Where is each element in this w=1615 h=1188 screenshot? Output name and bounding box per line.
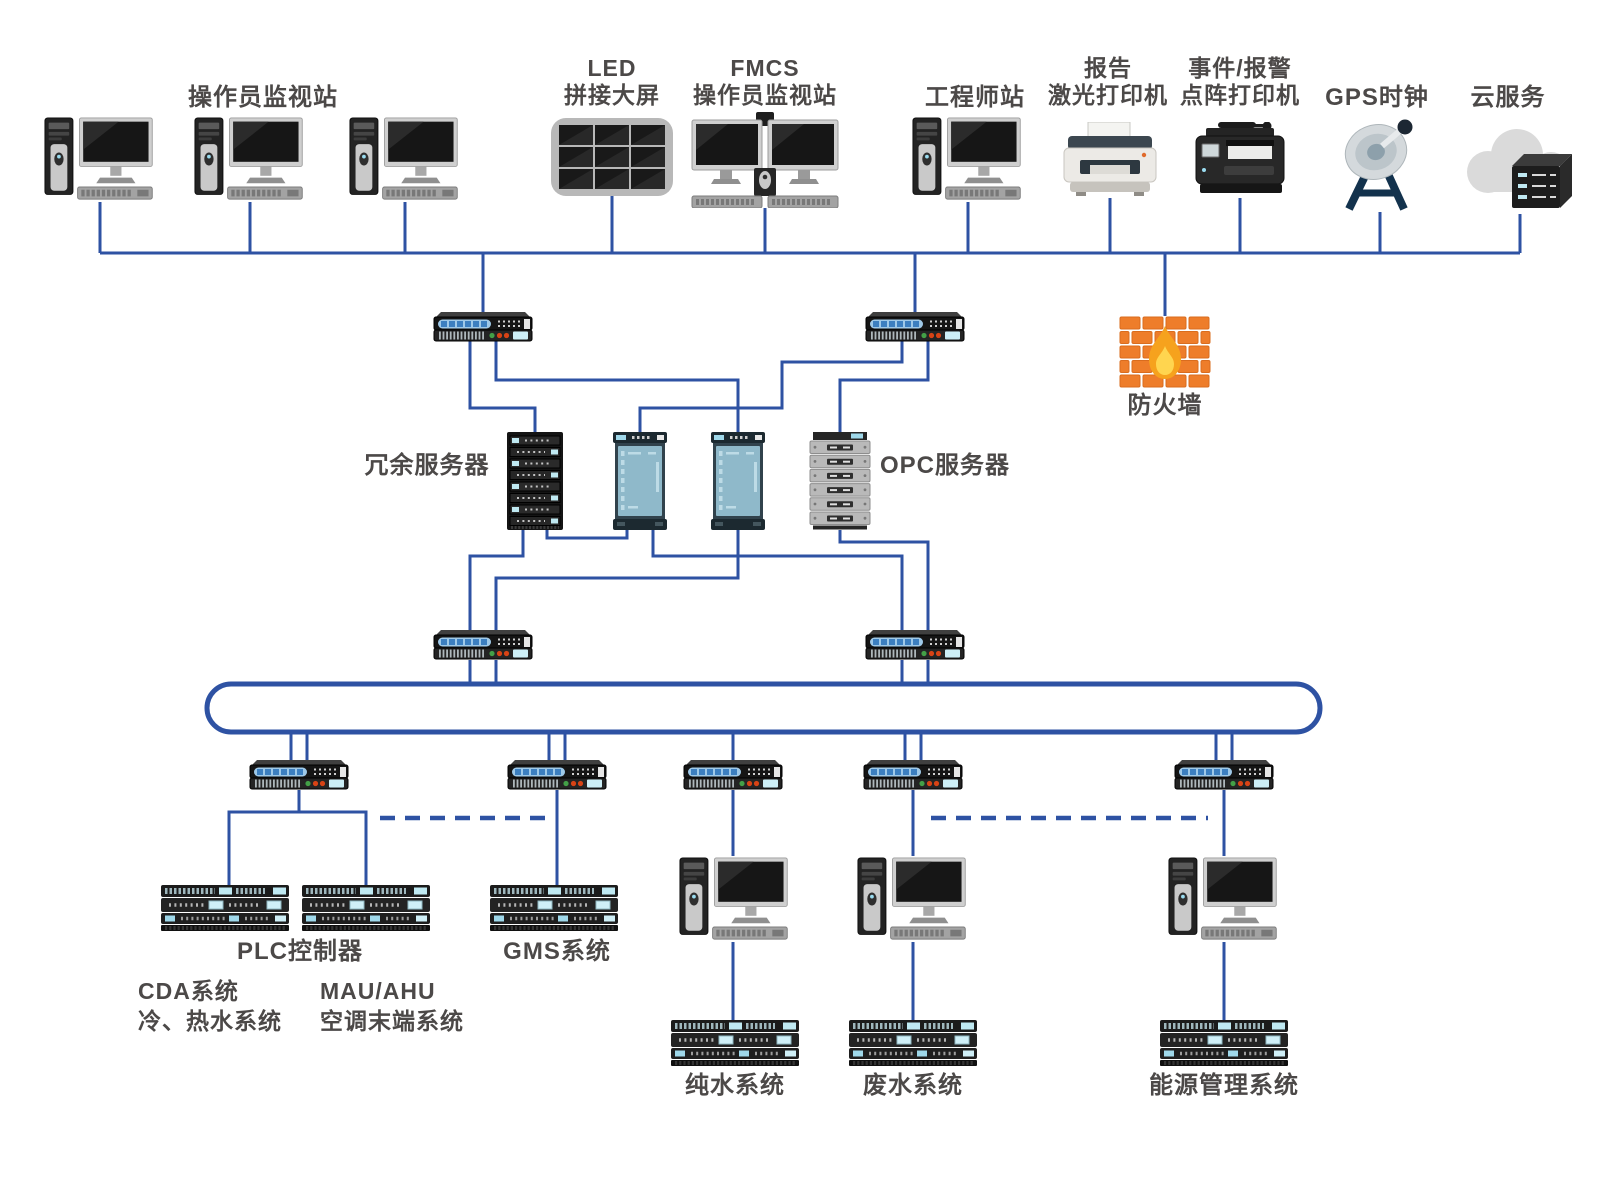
label-waste-water-system: 废水系统 [863, 1072, 963, 1099]
node-gms-rack [490, 885, 618, 931]
label-gps-clock: GPS时钟 [1325, 84, 1429, 111]
ethernet-switch-icon [683, 760, 783, 790]
label-opc-server: OPC服务器 [879, 452, 1011, 479]
server-cabinet-icon [612, 432, 668, 530]
node-plc-rack-1 [161, 885, 289, 931]
node-pure-water-pc [679, 856, 791, 942]
label-energy-management-system: 能源管理系统 [1149, 1072, 1299, 1099]
node-ring-switch-right [865, 630, 965, 660]
node-dist-switch-4 [863, 760, 963, 790]
label-pure-water-system: 纯水系统 [685, 1072, 785, 1099]
node-dot-matrix-printer [1192, 122, 1288, 198]
label-cloud-service: 云服务 [1470, 84, 1546, 111]
node-gps-clock [1336, 116, 1424, 212]
plc-rack-icon [671, 1020, 799, 1066]
node-firewall [1119, 316, 1211, 388]
node-dist-switch-5 [1174, 760, 1274, 790]
satellite-dish-icon [1336, 116, 1424, 212]
node-waste-water-rack [849, 1020, 977, 1066]
ethernet-switch-icon [433, 630, 533, 660]
node-server-cabinet-2 [710, 432, 766, 530]
desktop-computer-icon [679, 856, 791, 942]
label-engineer-station: 工程师站 [925, 84, 1025, 111]
desktop-computer-icon [349, 116, 461, 202]
plc-rack-icon [161, 885, 289, 931]
ethernet-switch-icon [433, 312, 533, 342]
node-operator-workstation-1 [44, 116, 156, 202]
dual-monitor-workstation-icon [690, 112, 840, 208]
label-led-wall: LED 拼接大屏 [564, 55, 660, 108]
desktop-computer-icon [1168, 856, 1280, 942]
label-dot-matrix-printer: 事件/报警 点阵打印机 [1180, 55, 1300, 108]
label-mau-ahu-system: MAU/AHU 空调末端系统 [320, 978, 464, 1034]
node-laser-printer [1062, 122, 1158, 198]
plc-rack-icon [302, 885, 430, 931]
node-operator-workstation-3 [349, 116, 461, 202]
server-cabinet-icon [710, 432, 766, 530]
label-cda-system: CDA系统 冷、热水系统 [138, 978, 282, 1034]
ethernet-switch-icon [865, 312, 965, 342]
node-redundant-server [505, 432, 565, 530]
node-server-cabinet-1 [612, 432, 668, 530]
node-led-wall [551, 118, 673, 196]
node-ring-switch-left [433, 630, 533, 660]
label-fmcs-station: FMCS 操作员监视站 [693, 55, 837, 108]
laser-printer-icon [1062, 122, 1158, 198]
node-dist-switch-3 [683, 760, 783, 790]
node-core-switch-right [865, 312, 965, 342]
ethernet-switch-icon [865, 630, 965, 660]
video-wall-icon [551, 118, 673, 196]
desktop-computer-icon [912, 116, 1024, 202]
node-energy-pc [1168, 856, 1280, 942]
desktop-computer-icon [857, 856, 969, 942]
label-gms-system: GMS系统 [503, 938, 611, 965]
plc-rack-icon [849, 1020, 977, 1066]
server-stack-icon [809, 432, 871, 530]
node-operator-workstation-2 [194, 116, 306, 202]
ethernet-switch-icon [507, 760, 607, 790]
label-firewall: 防火墙 [1127, 392, 1203, 419]
ethernet-switch-icon [1174, 760, 1274, 790]
label-plc-controller: PLC控制器 [237, 938, 363, 965]
label-operator-station: 操作员监视站 [188, 84, 338, 111]
firewall-icon [1119, 316, 1211, 388]
server-rack-icon [505, 432, 565, 530]
node-fmcs-workstation [690, 112, 840, 208]
node-pure-water-rack [671, 1020, 799, 1066]
node-waste-water-pc [857, 856, 969, 942]
cloud-server-icon [1460, 122, 1580, 214]
dot-matrix-printer-icon [1192, 122, 1288, 198]
desktop-computer-icon [194, 116, 306, 202]
node-dist-switch-1 [249, 760, 349, 790]
ethernet-switch-icon [249, 760, 349, 790]
node-engineer-workstation [912, 116, 1024, 202]
label-laser-printer: 报告 激光打印机 [1048, 55, 1168, 108]
ethernet-switch-icon [863, 760, 963, 790]
node-plc-rack-2 [302, 885, 430, 931]
plc-rack-icon [1160, 1020, 1288, 1066]
plc-rack-icon [490, 885, 618, 931]
label-redundant-server: 冗余服务器 [364, 452, 490, 479]
node-core-switch-left [433, 312, 533, 342]
desktop-computer-icon [44, 116, 156, 202]
node-energy-rack [1160, 1020, 1288, 1066]
node-opc-server [809, 432, 871, 530]
node-cloud-service [1460, 122, 1580, 214]
node-dist-switch-2 [507, 760, 607, 790]
